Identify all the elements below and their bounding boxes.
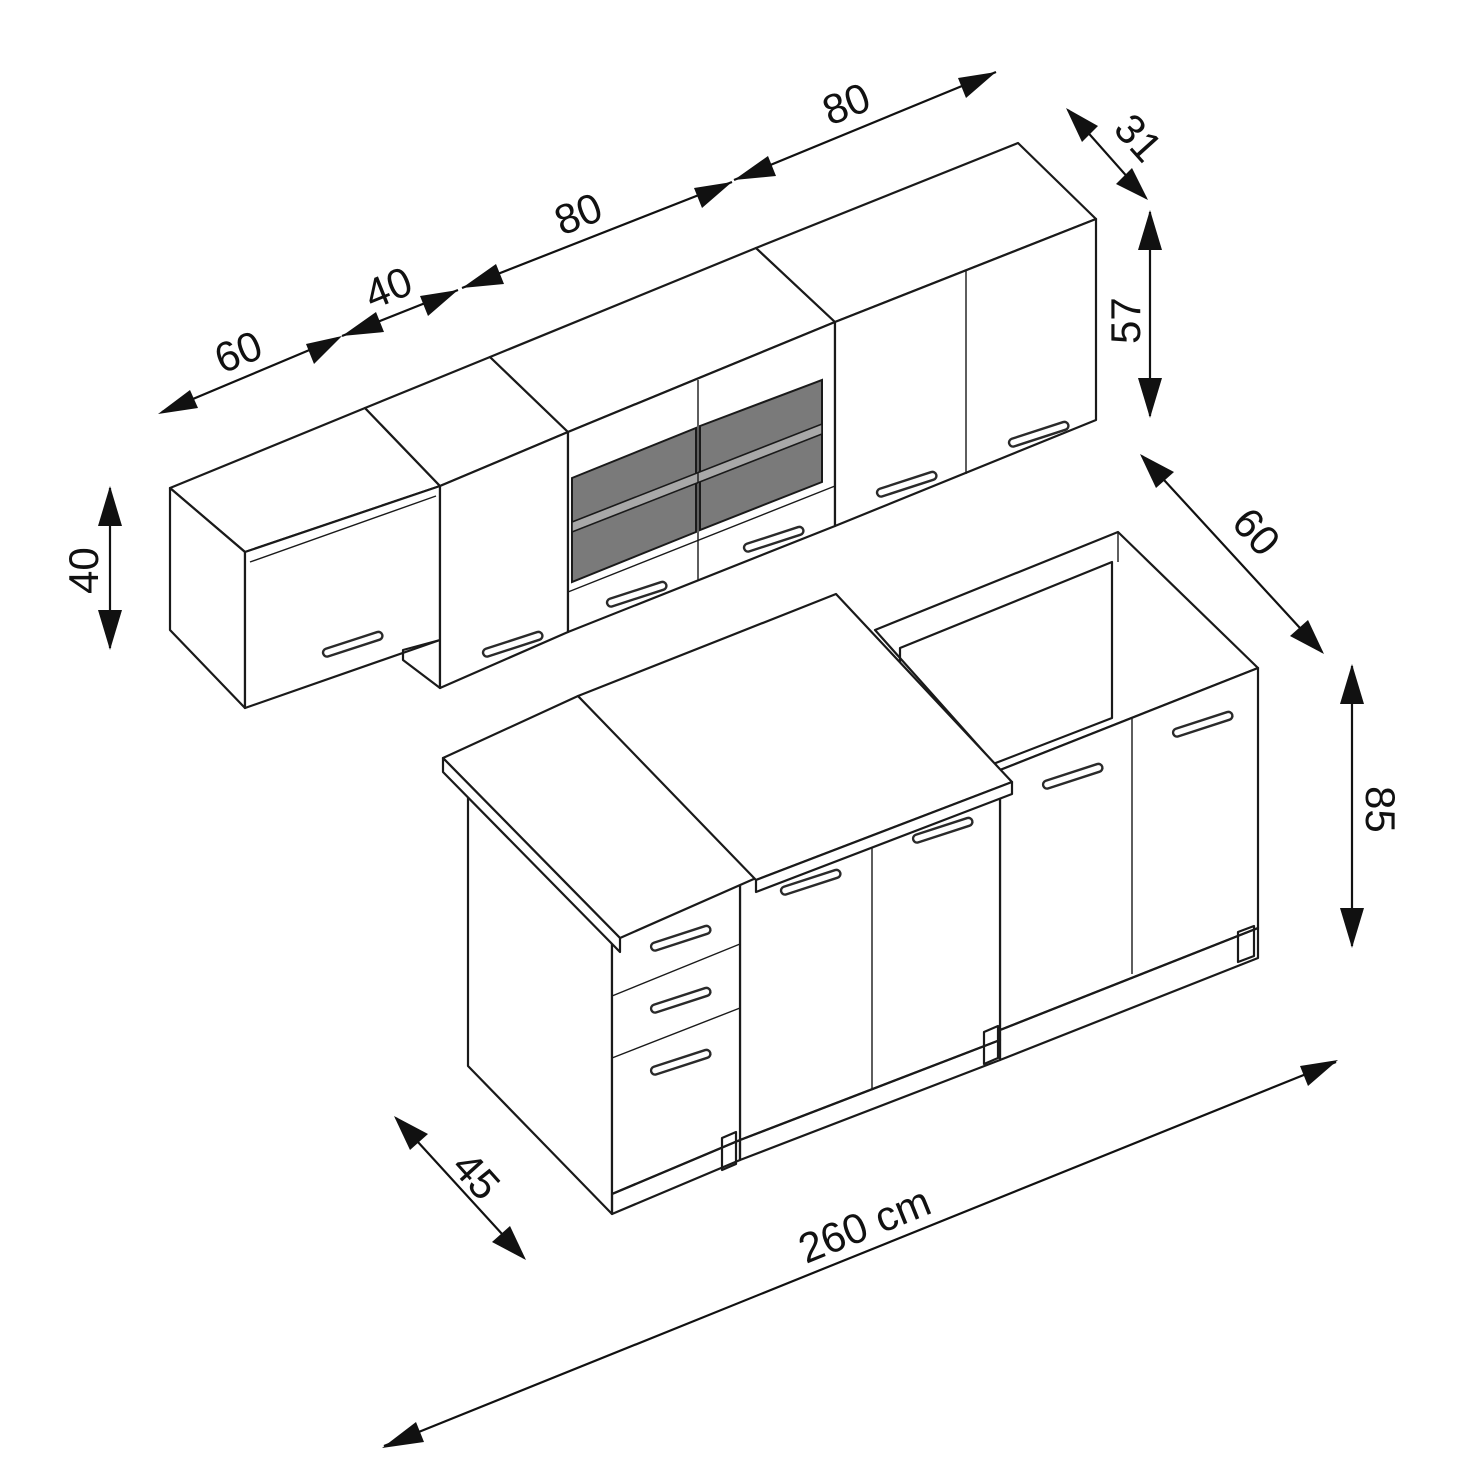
base-cabinets (441, 530, 1260, 1216)
upper-cabinet-80-handle-left (605, 580, 668, 608)
upper-cabinet-80b-handle-right (1007, 420, 1070, 448)
drawer-handle-2 (649, 986, 712, 1014)
arrow-60-right-top (1140, 454, 1174, 488)
arrow-80a-left (462, 264, 504, 288)
drawer-unit-plinth (610, 1138, 742, 1216)
arrow-40-left-bottom (98, 610, 122, 650)
upper-cabinet-60-handle (321, 630, 384, 658)
label-upper-height: 57 (1102, 297, 1149, 344)
arrow-60-left (158, 390, 198, 414)
arrow-31-top (1066, 108, 1098, 142)
drawer-line-2 (611, 1007, 741, 1059)
dim-line-60-right (1141, 455, 1323, 653)
drawer-line-1 (611, 943, 741, 997)
arrow-57-bottom (1138, 378, 1162, 418)
label-base-height: 85 (1357, 786, 1404, 833)
base-cabinet-right-handle-right (1171, 710, 1234, 738)
drawer-handle-3 (649, 1048, 712, 1076)
base-cabinet-middle-handle-right (911, 816, 974, 844)
dim-line-260 (383, 1060, 1337, 1448)
arrow-80b-left (734, 156, 776, 180)
arrow-60-right (306, 336, 342, 364)
arrow-80a-right (694, 182, 732, 208)
arrow-85-bottom (1340, 908, 1364, 948)
glass-shelf (571, 422, 823, 534)
arrow-45-top (394, 1116, 428, 1150)
upper-cabinets (168, 141, 1098, 710)
label-upper-80a: 80 (548, 183, 609, 244)
dim-line-80a (461, 180, 733, 290)
arrow-40-right (420, 290, 458, 316)
arrow-80b-right (958, 72, 996, 98)
base-cabinet-middle-handle-left (779, 868, 842, 896)
base-cabinet-right-leg (1236, 924, 1256, 964)
label-upper-depth: 31 (1105, 105, 1171, 171)
label-base-depth-left: 45 (443, 1143, 509, 1209)
arrow-60-right-bottom (1290, 620, 1324, 654)
label-upper-60: 60 (208, 321, 269, 382)
middle-unit-leg (982, 1024, 1000, 1066)
base-cabinet-right-handle-left (1041, 762, 1104, 790)
upper-cabinet-60-edge (249, 495, 437, 563)
upper-cabinet-40-handle (481, 630, 544, 658)
arrow-40-left-top (98, 486, 122, 526)
label-upper-left-height: 40 (60, 547, 107, 594)
arrow-85-top (1340, 664, 1364, 704)
dim-line-80b (733, 70, 997, 182)
label-total-width: 260 cm (792, 1177, 937, 1272)
worktop-left-edge (441, 756, 622, 954)
upper-cabinet-80-handle-right (742, 525, 805, 553)
drawer-handle-1 (649, 924, 712, 952)
arrow-40-left (342, 312, 384, 336)
glass-cabinet-drawer-line (567, 485, 836, 593)
worktop-middle-edge (754, 780, 1014, 894)
dimension-lines (98, 70, 1364, 1448)
drawer-unit-leg (720, 1130, 738, 1172)
arrow-31-bottom (1116, 168, 1148, 200)
arrow-57-top (1138, 210, 1162, 250)
arrow-260-right (1300, 1060, 1338, 1086)
upper-cabinet-80b-handle-left (875, 470, 938, 498)
arrow-45-bottom (492, 1226, 526, 1260)
arrow-260-left (382, 1422, 424, 1448)
